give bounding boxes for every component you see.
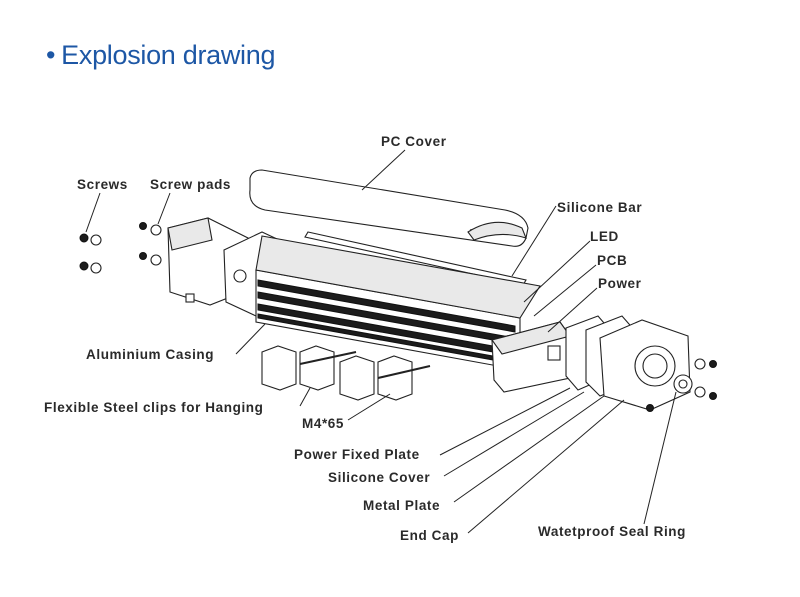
hanging-clips-part xyxy=(261,345,431,401)
label-power: Power xyxy=(598,276,642,291)
label-metal-plate: Metal Plate xyxy=(363,498,440,513)
label-waterproof-seal-ring: Watetproof Seal Ring xyxy=(538,524,686,539)
right-end-cap-part xyxy=(599,319,693,411)
page-title: •Explosion drawing xyxy=(46,40,275,71)
label-end-cap: End Cap xyxy=(400,528,459,543)
label-pc-cover: PC Cover xyxy=(381,134,447,149)
leader-lines xyxy=(85,149,677,534)
screw-pads-part xyxy=(90,224,706,398)
aluminium-casing-part xyxy=(255,235,541,371)
screws-part xyxy=(79,222,717,412)
label-screws: Screws xyxy=(77,177,128,192)
label-m4-65: M4*65 xyxy=(302,416,344,431)
label-silicone-bar: Silicone Bar xyxy=(557,200,642,215)
label-aluminium-casing: Aluminium Casing xyxy=(86,347,214,362)
label-silicone-cover: Silicone Cover xyxy=(328,470,430,485)
title-text: Explosion drawing xyxy=(61,40,276,70)
pc-cover-part xyxy=(249,169,529,247)
title-bullet: • xyxy=(46,40,56,70)
label-pcb: PCB xyxy=(597,253,627,268)
label-screw-pads: Screw pads xyxy=(150,177,231,192)
label-led: LED xyxy=(590,229,619,244)
label-flexible-clips: Flexible Steel clips for Hanging xyxy=(44,400,264,415)
label-power-fixed-plate: Power Fixed Plate xyxy=(294,447,420,462)
